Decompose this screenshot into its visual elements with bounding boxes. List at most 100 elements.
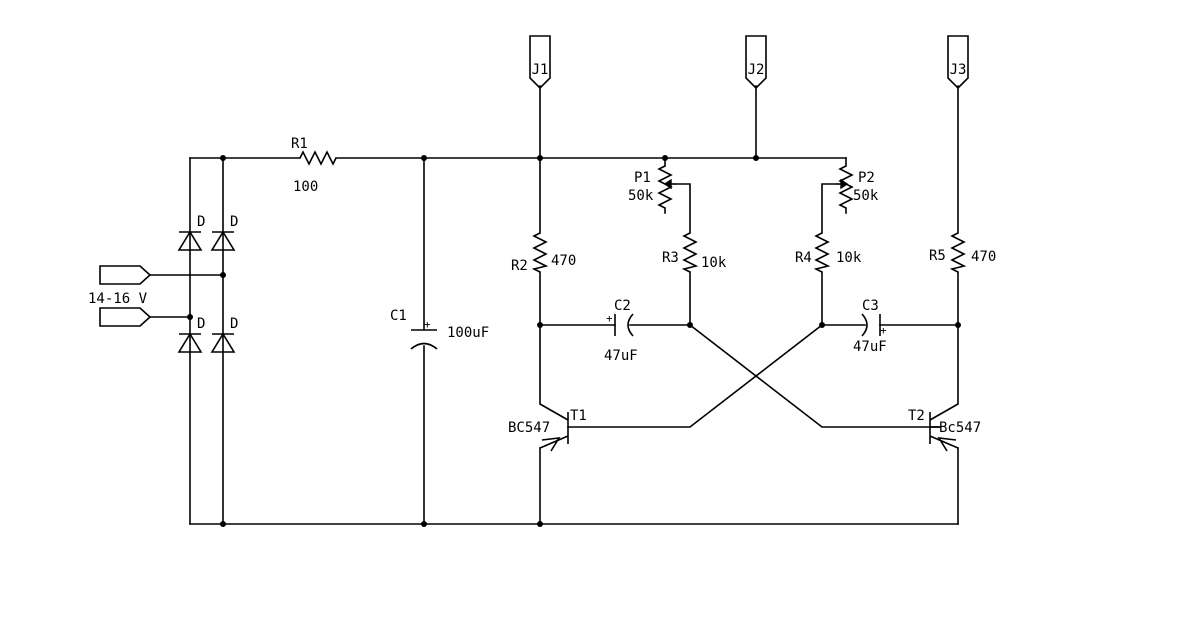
junction-dot	[753, 155, 759, 161]
input-voltage-label: 14-16 V	[88, 291, 148, 307]
diode-bridge: D D D D	[177, 214, 238, 353]
junction-dot	[421, 155, 427, 161]
resistor-r4-symbol	[813, 232, 831, 273]
potentiometer-p2-body	[838, 165, 854, 209]
potentiometer-p1-arrow	[663, 178, 672, 190]
junction-dot	[819, 322, 825, 328]
capacitor-c2-plate-minus	[627, 313, 634, 337]
resistor-r5: R5 470	[929, 232, 996, 273]
diode-d4-symbol	[210, 332, 236, 353]
transistor-t2: T2 Bc547	[908, 403, 981, 452]
junction-dot	[537, 521, 543, 527]
capacitor-c2-label: C2	[614, 298, 631, 314]
capacitor-c1-label: C1	[390, 308, 407, 324]
diode-d1-label: D	[197, 214, 205, 230]
junction-dot	[662, 155, 668, 161]
potentiometer-p2: P2 50k	[836, 165, 879, 209]
junction-dot	[220, 155, 226, 161]
potentiometer-p1: P1 50k	[628, 165, 676, 209]
diode-d1-symbol	[177, 230, 203, 251]
transistor-t1-emitter	[539, 435, 569, 449]
diode-d4: D	[210, 316, 238, 353]
potentiometer-p1-label: P1	[634, 170, 651, 186]
connector-j1: J1	[529, 35, 551, 90]
connector-j3-symbol	[947, 35, 969, 90]
diode-d2-symbol	[210, 230, 236, 251]
capacitor-c2: + C2 47uF	[604, 298, 638, 364]
wires	[149, 85, 959, 525]
resistor-r4: R4 10k	[795, 232, 862, 273]
capacitor-c3-plate-minus	[861, 313, 868, 337]
transistor-t2-type: Bc547	[939, 420, 981, 436]
potentiometer-p2-label: P2	[858, 170, 875, 186]
resistor-r4-label: R4	[795, 250, 812, 266]
potentiometer-p1-value: 50k	[628, 188, 654, 204]
capacitor-c1-plate-bottom	[410, 342, 438, 350]
resistor-r5-symbol	[949, 232, 967, 273]
junction-dot	[687, 322, 693, 328]
junction-dot	[537, 155, 543, 161]
resistor-r3-value: 10k	[701, 255, 727, 271]
diode-d2: D	[210, 214, 238, 251]
resistor-r2-label: R2	[511, 258, 528, 274]
transistor-t2-emitter-arrow	[937, 437, 957, 452]
capacitor-c1: + C1 100uF	[390, 308, 489, 350]
junction-dots	[187, 155, 961, 527]
cross-wire-c3-to-t1-base	[567, 323, 824, 428]
junction-dot	[537, 322, 543, 328]
resistor-r1-symbol	[299, 150, 337, 166]
potentiometer-p2-value: 50k	[853, 188, 879, 204]
diode-d3-label: D	[197, 316, 205, 332]
resistor-r3: R3 10k	[662, 232, 727, 273]
resistor-r3-label: R3	[662, 250, 679, 266]
resistor-r1: R1 100	[291, 136, 337, 195]
transistor-t1-label: T1	[570, 408, 587, 424]
diode-d3: D	[177, 316, 205, 353]
transistor-t1-type: BC547	[508, 420, 550, 436]
connector-j3-label: J3	[950, 62, 967, 78]
input-connectors: 14-16 V	[88, 265, 152, 327]
resistor-r2-value: 470	[551, 253, 576, 269]
resistor-r1-label: R1	[291, 136, 308, 152]
diode-d4-label: D	[230, 316, 238, 332]
transistor-t1-emitter-arrow	[541, 437, 561, 452]
p1-wiper-r3-wire	[675, 183, 691, 326]
cross-wire-c2-to-t2-base	[688, 323, 941, 428]
connector-j2: J2	[745, 35, 767, 90]
transistor-t2-label: T2	[908, 408, 925, 424]
diode-d3-symbol	[177, 332, 203, 353]
resistor-r3-symbol	[681, 232, 699, 273]
p2-wiper-r4-wire	[821, 183, 837, 326]
diode-d2-label: D	[230, 214, 238, 230]
input-connector-1	[99, 265, 152, 285]
connector-j1-symbol	[529, 35, 551, 90]
transistor-t1: T1 BC547	[508, 403, 587, 452]
resistor-r5-label: R5	[929, 248, 946, 264]
capacitor-c2-polarity: +	[606, 312, 613, 325]
connector-j3: J3	[947, 35, 969, 90]
junction-dot	[955, 322, 961, 328]
connector-j1-label: J1	[532, 62, 549, 78]
transistor-t1-collector	[539, 403, 569, 421]
capacitor-c3-value: 47uF	[853, 339, 887, 355]
junction-dot	[187, 314, 193, 320]
input-connector-2	[99, 307, 152, 327]
resistor-r1-value: 100	[293, 179, 318, 195]
capacitor-c3-polarity: +	[880, 324, 887, 337]
diode-d1: D	[177, 214, 205, 251]
junction-dot	[220, 521, 226, 527]
resistor-r5-value: 470	[971, 249, 996, 265]
resistor-r2-symbol	[531, 232, 549, 273]
capacitor-c1-value: 100uF	[447, 325, 489, 341]
capacitor-c3-label: C3	[862, 298, 879, 314]
resistor-r2: R2 470	[511, 232, 576, 274]
resistor-r4-value: 10k	[836, 250, 862, 266]
capacitor-c2-value: 47uF	[604, 348, 638, 364]
transistor-t2-collector	[929, 403, 959, 421]
connector-j2-symbol	[745, 35, 767, 90]
transistor-t2-emitter	[929, 435, 959, 449]
junction-dot	[421, 521, 427, 527]
connector-j2-label: J2	[748, 62, 765, 78]
capacitor-c3: + C3 47uF	[853, 298, 887, 355]
